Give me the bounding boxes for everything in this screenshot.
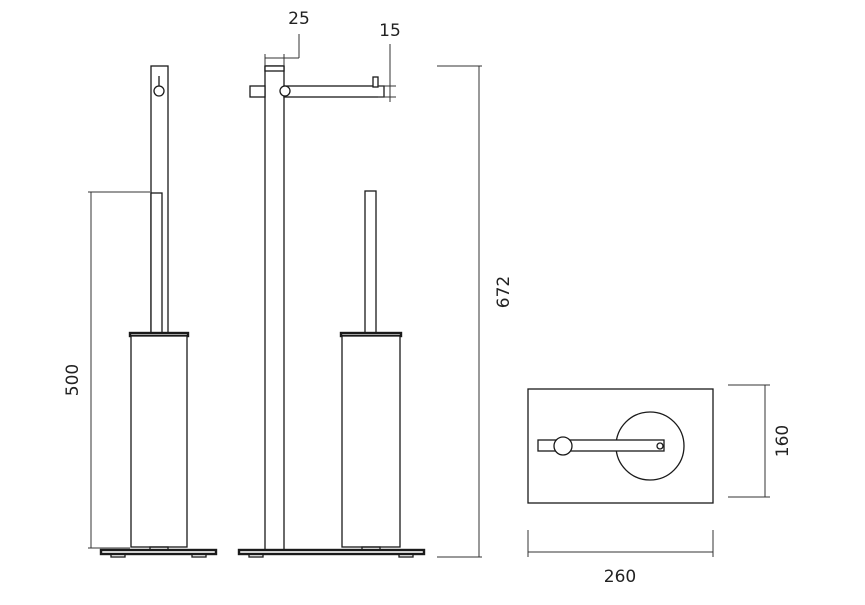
dim-label-pole-width: 25 — [288, 9, 310, 29]
top-view — [527, 388, 714, 504]
side-view-brush-handle — [150, 192, 163, 335]
front-view-arm-hook — [372, 76, 379, 88]
front-view-pole — [264, 65, 285, 551]
dim-label-top-width: 260 — [604, 567, 636, 587]
front-view-container — [341, 335, 401, 548]
dim-label-hook-width: 15 — [379, 21, 401, 41]
top-view-arm — [537, 439, 665, 452]
front-view-pole-cap — [264, 65, 285, 72]
side-view-container — [130, 335, 188, 548]
front-view-base-pad-right — [398, 553, 414, 558]
side-view-base-pad-left — [110, 553, 126, 558]
side-view — [99, 65, 218, 558]
front-view-base-pad-left — [248, 553, 264, 558]
top-view-pole-circle — [553, 436, 573, 456]
front-view-brush-handle — [364, 190, 377, 335]
side-view-base-plate — [99, 548, 218, 556]
dimension-lines — [88, 34, 770, 558]
top-view-brush-dot — [656, 442, 664, 450]
dimension-labels: 25 15 500 672 160 260 — [63, 9, 793, 587]
front-view-base-plate — [237, 548, 426, 556]
front-view-arm-joint — [279, 85, 291, 97]
side-view-base-pad-right — [191, 553, 207, 558]
dim-label-top-depth: 160 — [773, 425, 793, 457]
front-view — [237, 65, 426, 558]
dim-label-total-height: 672 — [494, 276, 514, 308]
dim-label-brush-height: 500 — [63, 364, 83, 396]
front-view-paper-arm — [283, 85, 385, 98]
front-view-arm-stub — [249, 85, 266, 98]
